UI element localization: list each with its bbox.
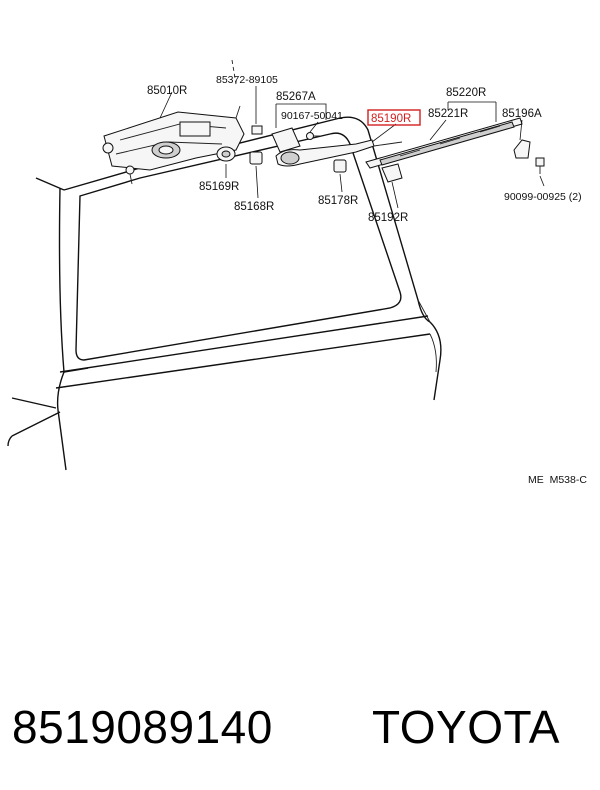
reference-code: ME M538-C bbox=[528, 474, 587, 486]
part-number: 8519089140 bbox=[12, 701, 273, 753]
label-90167-50041: 90167-50041 bbox=[281, 110, 343, 122]
label-85220R: 85220R bbox=[446, 87, 486, 99]
part-labels: 85010R 85372-89105 85267A 90167-50041 85… bbox=[147, 74, 587, 486]
label-85196A: 85196A bbox=[502, 108, 542, 120]
label-85169R: 85169R bbox=[199, 181, 239, 193]
wiper-blade bbox=[365, 117, 523, 183]
label-85178R: 85178R bbox=[318, 195, 358, 207]
wiper-motor-assembly bbox=[102, 105, 263, 185]
brand-name: TOYOTA bbox=[372, 701, 560, 753]
vehicle-rear-door-outline bbox=[7, 59, 442, 471]
label-85190R-highlighted[interactable]: 85190R bbox=[371, 113, 411, 125]
label-85372-89105: 85372-89105 bbox=[216, 74, 278, 86]
leader-lines bbox=[159, 86, 545, 209]
washer-nozzle bbox=[513, 139, 545, 174]
wiper-arm bbox=[275, 139, 403, 167]
label-85221R: 85221R bbox=[428, 108, 468, 120]
label-85168R: 85168R bbox=[234, 201, 274, 213]
label-85267A: 85267A bbox=[276, 91, 316, 103]
label-85010R: 85010R bbox=[147, 85, 187, 97]
label-90099-00925: 90099-00925 (2) bbox=[504, 191, 582, 203]
bushing-parts bbox=[216, 146, 347, 173]
highlight-box bbox=[367, 109, 421, 126]
label-85192R: 85192R bbox=[368, 212, 408, 224]
pivot-cap-and-bolt bbox=[271, 127, 320, 153]
